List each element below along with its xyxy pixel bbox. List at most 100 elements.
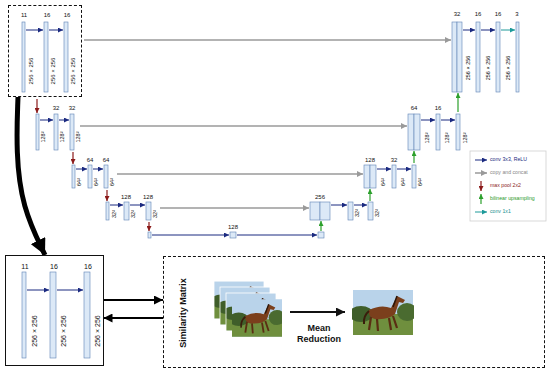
spatial-size: 256 × 256 [466,56,472,81]
copy-arrow [117,173,363,175]
pool-arrow [106,190,107,201]
legend-sample [480,181,481,191]
channel-count: 64 [87,157,94,163]
feature-map [148,232,151,238]
spatial-size: 32² [153,210,159,218]
spatial-size: 256 × 256 [50,58,56,85]
conv-arrow [26,30,43,31]
feature-map [70,114,74,150]
feature-map [88,165,92,188]
legend-text: conv 3x3, ReLU [490,157,527,162]
conv-arrow [27,290,49,291]
feature-map [412,165,416,188]
conv1x1-arrow [501,30,515,31]
spatial-size: 128² [60,131,66,142]
copy-arrow [80,125,407,127]
legend-text: max pool 2x2 [490,183,521,188]
conv-arrow [441,120,455,121]
image-stack [211,281,286,337]
feature-map [22,272,26,358]
upsample-arrows [321,93,458,231]
conv-arrow [463,30,475,31]
conv-arrow [110,205,123,206]
legend-sample [475,172,487,174]
spatial-size: 256 × 256 [486,56,492,81]
feature-map [392,165,396,188]
channel-count: 16 [435,105,442,111]
conv-arrow [152,235,229,236]
channel-count: 16 [44,12,51,18]
spatial-size: 256 × 256 [506,56,512,81]
feature-map [106,202,109,220]
legend-sample [475,212,487,213]
legend-sample [475,160,487,161]
feature-map [368,202,373,220]
spatial-size: 64² [381,178,387,186]
spatial-size: 128² [463,132,469,143]
conv-arrow [481,30,495,31]
feature-map [457,22,462,92]
layer-box: 111616256 × 256256 × 256256 × 256 [5,255,104,366]
feature-map [476,22,480,92]
pool-arrow [36,99,37,113]
spatial-size: 256 × 256 [28,58,34,85]
channel-count: 32 [391,157,398,163]
channel-count: 32 [53,105,60,111]
spatial-size: 32² [355,209,361,217]
feature-map [496,22,500,92]
channel-count: 128 [121,194,131,200]
copy-arrow [160,207,309,209]
feature-map [370,165,376,188]
zoom-region: 111616256 × 256256 × 256256 × 256 [8,5,82,97]
feature-map [318,232,324,238]
feature-map [84,272,90,358]
feature-map [146,202,151,220]
spatial-size: 256 × 256 [94,315,101,346]
feature-map [54,114,58,150]
result-image [349,290,417,335]
feature-map [22,22,25,92]
upsample-arrow [369,189,370,201]
feature-map [408,114,414,150]
legend-text: bilinear upsampling [490,196,535,201]
legend-text: conv 1x1 [490,209,511,214]
conv-arrow [76,169,87,170]
spatial-size: 64² [77,178,83,186]
legend-box [470,151,546,221]
feature-map [348,202,353,220]
spatial-size: 256 × 256 [31,315,38,346]
skip-arrows [80,40,451,208]
conv-arrow [59,120,69,121]
conv-arrow [397,169,411,170]
feature-map [310,202,320,220]
conv-arrow [57,290,83,291]
upsample-arrow [320,221,321,231]
feature-map [36,114,39,150]
spatial-size: 128² [76,131,82,142]
channel-count: 64 [411,105,418,111]
feature-map [436,114,440,150]
conv-arrows [26,30,515,290]
feature-map [452,22,457,92]
channel-count: 16 [64,12,71,18]
feature-maps [22,22,519,358]
legend-text: copy and concat [490,170,528,175]
conv-arrow [40,120,53,121]
spatial-size: 32² [112,210,118,218]
conv-arrow [93,169,103,170]
pool-arrow [72,152,73,164]
channel-count: 256 [315,194,325,200]
conv-arrow [49,30,63,31]
spatial-size: 64² [418,178,424,186]
feature-map [64,22,68,92]
feature-map [72,165,75,188]
feature-map [230,232,236,238]
feature-map [124,202,129,220]
channel-count: 32 [69,105,76,111]
legend-panel [470,151,546,221]
channel-count: 128 [143,194,153,200]
pool-arrow [148,222,149,231]
feature-map [364,165,370,188]
step-label: Similarity Matrix [179,278,188,348]
channel-count: 3 [515,11,518,17]
